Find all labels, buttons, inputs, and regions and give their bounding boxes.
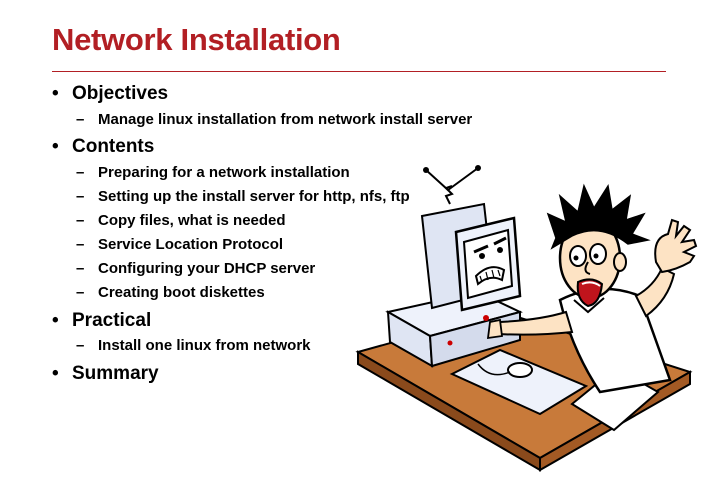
bullet-icon: • — [52, 83, 59, 104]
frustrated-user-at-computer-icon — [355, 165, 698, 472]
bullet-contents: • Contents — [52, 136, 155, 158]
bullet-icon: • — [52, 363, 59, 384]
dash-icon: – — [76, 260, 85, 277]
sub-bullet: – Service Location Protocol — [76, 236, 284, 253]
page-title: Network Installation — [52, 22, 341, 57]
bullet-label: Summary — [72, 363, 159, 384]
sub-bullet: – Install one linux from network — [76, 337, 311, 354]
bullet-icon: • — [52, 310, 59, 331]
sub-bullet-label: Setting up the install server for http, … — [98, 188, 410, 205]
sub-bullet: – Configuring your DHCP server — [76, 260, 316, 277]
sub-bullet-label: Creating boot diskettes — [98, 284, 265, 301]
bullet-summary: • Summary — [52, 363, 159, 385]
bullet-icon: • — [52, 136, 59, 157]
sub-bullet-label: Copy files, what is needed — [98, 212, 286, 229]
sub-bullet: – Copy files, what is needed — [76, 212, 286, 229]
dash-icon: – — [76, 337, 85, 354]
sub-bullet: – Creating boot diskettes — [76, 284, 265, 301]
dash-icon: – — [76, 212, 85, 229]
mouse-icon — [507, 362, 533, 378]
sub-bullet: – Manage linux installation from network… — [76, 111, 473, 128]
sub-bullet-label: Configuring your DHCP server — [98, 260, 316, 277]
sub-bullet-label: Manage linux installation from network i… — [98, 111, 473, 128]
sub-bullet-label: Install one linux from network — [98, 337, 311, 354]
bullet-practical: • Practical — [52, 310, 152, 332]
bullet-label: Practical — [72, 310, 152, 331]
sub-bullet-label: Service Location Protocol — [98, 236, 284, 253]
sub-bullet: – Setting up the install server for http… — [76, 188, 410, 205]
title-divider — [52, 71, 666, 72]
bullet-label: Objectives — [72, 83, 169, 104]
dash-icon: – — [76, 164, 85, 181]
sub-bullet: – Preparing for a network installation — [76, 164, 350, 181]
bullet-label: Contents — [72, 136, 155, 157]
dash-icon: – — [76, 188, 85, 205]
bullet-objectives: • Objectives — [52, 83, 169, 105]
dash-icon: – — [76, 111, 85, 128]
dash-icon: – — [76, 284, 85, 301]
dash-icon: – — [76, 236, 85, 253]
hair-icon — [546, 183, 651, 250]
waving-hand-icon — [654, 218, 698, 274]
keyboard-icon — [449, 348, 589, 416]
sub-bullet-label: Preparing for a network installation — [98, 164, 350, 181]
